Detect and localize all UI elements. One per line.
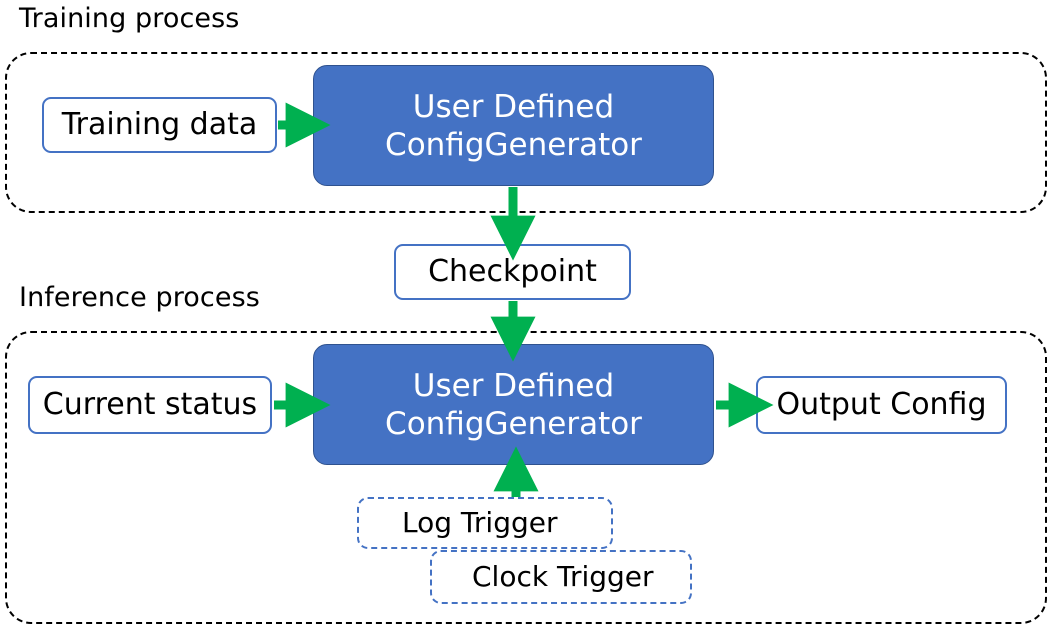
output-config-node[interactable]: Output Config xyxy=(756,376,1007,434)
training-process-group xyxy=(5,52,1047,213)
clock-trigger-node[interactable]: Clock Trigger xyxy=(430,550,692,604)
inference-config-generator-line1: User Defined xyxy=(412,367,615,404)
current-status-node[interactable]: Current status xyxy=(28,376,272,434)
training-data-node[interactable]: Training data xyxy=(42,97,277,153)
training-config-generator-node[interactable]: User Defined ConfigGenerator xyxy=(313,65,714,186)
training-config-generator-line1: User Defined xyxy=(412,88,615,125)
log-trigger-node[interactable]: Log Trigger xyxy=(357,497,613,549)
training-process-title: Training process xyxy=(19,3,240,34)
inference-config-generator-node[interactable]: User Defined ConfigGenerator xyxy=(313,344,714,465)
inference-config-generator-line2: ConfigGenerator xyxy=(385,405,642,442)
training-config-generator-line2: ConfigGenerator xyxy=(385,126,642,163)
checkpoint-node[interactable]: Checkpoint xyxy=(394,244,631,300)
inference-process-title: Inference process xyxy=(19,282,260,313)
